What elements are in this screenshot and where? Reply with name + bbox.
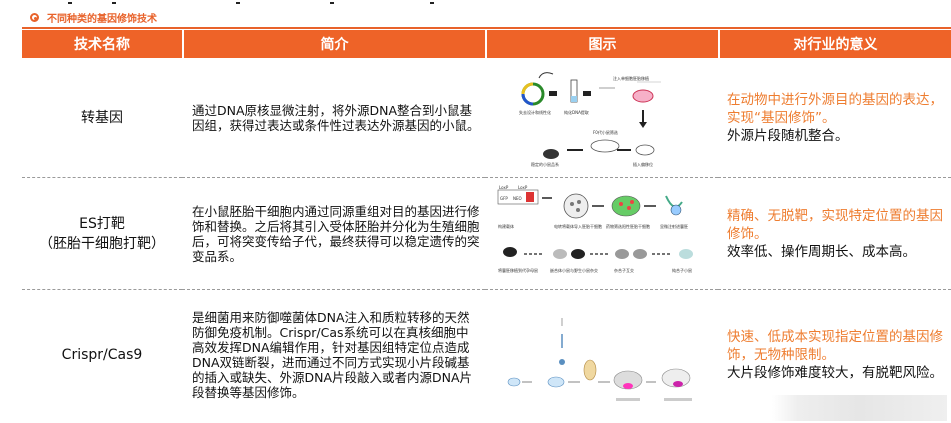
figure-label: 失去设计和线性化	[519, 109, 551, 115]
figure-label: 将囊胚移植到代孕母鼠	[498, 267, 538, 273]
significance-highlight: 精确、无脱靶，实现特定位置的基因修饰。	[727, 207, 943, 242]
figure-label: 纯化DNA提取	[564, 109, 589, 115]
figure-label: 注入单细胞胚胎移植	[613, 75, 649, 81]
figure-label: 稳定的小鼠品系	[531, 161, 559, 167]
significance-note: 大片段修饰难度较大，有脱靶风险。	[727, 365, 943, 381]
target-icon	[30, 12, 39, 22]
figure-label: F0代小鼠筛选	[593, 129, 618, 135]
figure-label: 纯合子小鼠	[672, 267, 692, 273]
column-header: 简介	[182, 30, 485, 58]
technique-name: 转基因	[81, 109, 123, 126]
transgenic-diagram: 失去设计和线性化 注入单细胞胚胎移植 纯化DNA提取 F0代小鼠筛选 稳定的小鼠…	[519, 71, 661, 167]
figure-label: 杂合子互交	[614, 267, 634, 273]
figure-label: 电转将载体导入胚胎干细胞	[554, 223, 602, 229]
table-header-row: 技术名称 简介 图示 对行业的意义	[22, 30, 951, 58]
heading-rule	[22, 27, 951, 29]
significance-cell: 快速、低成本实现指定位置的基因修饰，无物种限制。 大片段修饰难度较大，有脱靶风险…	[718, 290, 951, 420]
figure-cell: 失去设计和线性化 注入单细胞胚胎移植 纯化DNA提取 F0代小鼠筛选 稳定的小鼠…	[485, 58, 718, 178]
technique-name: ES打靶	[79, 215, 125, 232]
figure-label: LoxP	[518, 185, 528, 190]
figure-label: LoxP	[499, 185, 509, 190]
description-cell: 通过DNA原核显微注射，将外源DNA整合到小鼠基因组，获得过表达或条件性过表达外…	[182, 58, 485, 178]
section-heading-text: 不同种类的基因修饰技术	[47, 13, 157, 25]
technique-description: 通过DNA原核显微注射，将外源DNA整合到小鼠基因组，获得过表达或条件性过表达外…	[192, 102, 480, 133]
figure-label: 插入偏移位	[633, 161, 653, 167]
figure-cell: LoxP LoxP GFP NEO 构建载体 电转将载体导入胚胎干细胞 药物筛选…	[485, 178, 718, 290]
description-cell: 是细菌用来防御噬菌体DNA注入和质粒转移的天然防御免疫机制。Crispr/Cas…	[182, 290, 485, 420]
technique-name: Crispr/Cas9	[61, 347, 143, 363]
figure-label: 药物筛选阳性胚胎干细胞	[606, 223, 650, 229]
table-row: Crispr/Cas9 是细菌用来防御噬菌体DNA注入和质粒转移的天然防御免疫机…	[22, 290, 951, 420]
top-decoration	[0, 0, 951, 6]
es-targeting-diagram: LoxP LoxP GFP NEO 构建载体 电转将载体导入胚胎干细胞 药物筛选…	[497, 185, 693, 273]
figure-label: 构建载体	[498, 223, 514, 229]
significance-cell: 精确、无脱靶，实现特定位置的基因修饰。 效率低、操作周期长、成本高。	[718, 178, 951, 290]
figure-label: 显微注射进囊胚	[660, 223, 688, 229]
description-cell: 在小鼠胚胎干细胞内通过同源重组对目的基因进行修饰和替换。之后将其引入受体胚胎并分…	[182, 178, 485, 290]
figure-label: GFP	[500, 196, 508, 201]
technique-description: 在小鼠胚胎干细胞内通过同源重组对目的基因进行修饰和替换。之后将其引入受体胚胎并分…	[192, 203, 480, 264]
significance-note: 外源片段随机整合。	[727, 127, 849, 144]
column-header: 技术名称	[22, 30, 182, 58]
figure-label: NEO	[513, 196, 522, 201]
crispr-diagram	[507, 318, 692, 401]
technique-name-cell: Crispr/Cas9	[22, 290, 182, 420]
significance-note: 效率低、操作周期长、成本高。	[727, 243, 916, 260]
section-heading: 不同种类的基因修饰技术	[30, 8, 157, 26]
table-row: 转基因 通过DNA原核显微注射，将外源DNA整合到小鼠基因组，获得过表达或条件性…	[22, 58, 951, 178]
technique-name-cell: 转基因	[22, 58, 182, 178]
watermark-blur	[772, 395, 947, 421]
figure-label: 嵌合体小鼠与野生小鼠杂交	[550, 267, 598, 273]
figure-cell	[485, 290, 718, 420]
significance-cell: 在动物中进行外源目的基因的表达，实现“基因修饰”。 外源片段随机整合。	[718, 58, 951, 178]
technique-description: 是细菌用来防御噬菌体DNA注入和质粒转移的天然防御免疫机制。Crispr/Cas…	[192, 310, 473, 400]
column-header: 对行业的意义	[718, 30, 951, 58]
technique-name-sub: （胚胎干细胞打靶）	[39, 235, 165, 252]
significance-highlight: 在动物中进行外源目的基因的表达，实现“基因修饰”。	[727, 91, 943, 126]
column-header: 图示	[485, 30, 718, 58]
significance-highlight: 快速、低成本实现指定位置的基因修饰，无物种限制。	[727, 329, 943, 363]
gene-modification-table: 技术名称 简介 图示 对行业的意义 转基因 通过DNA原核显微注射，将外源DNA…	[22, 30, 951, 420]
table-row: ES打靶 （胚胎干细胞打靶） 在小鼠胚胎干细胞内通过同源重组对目的基因进行修饰和…	[22, 178, 951, 290]
technique-name-cell: ES打靶 （胚胎干细胞打靶）	[22, 178, 182, 290]
